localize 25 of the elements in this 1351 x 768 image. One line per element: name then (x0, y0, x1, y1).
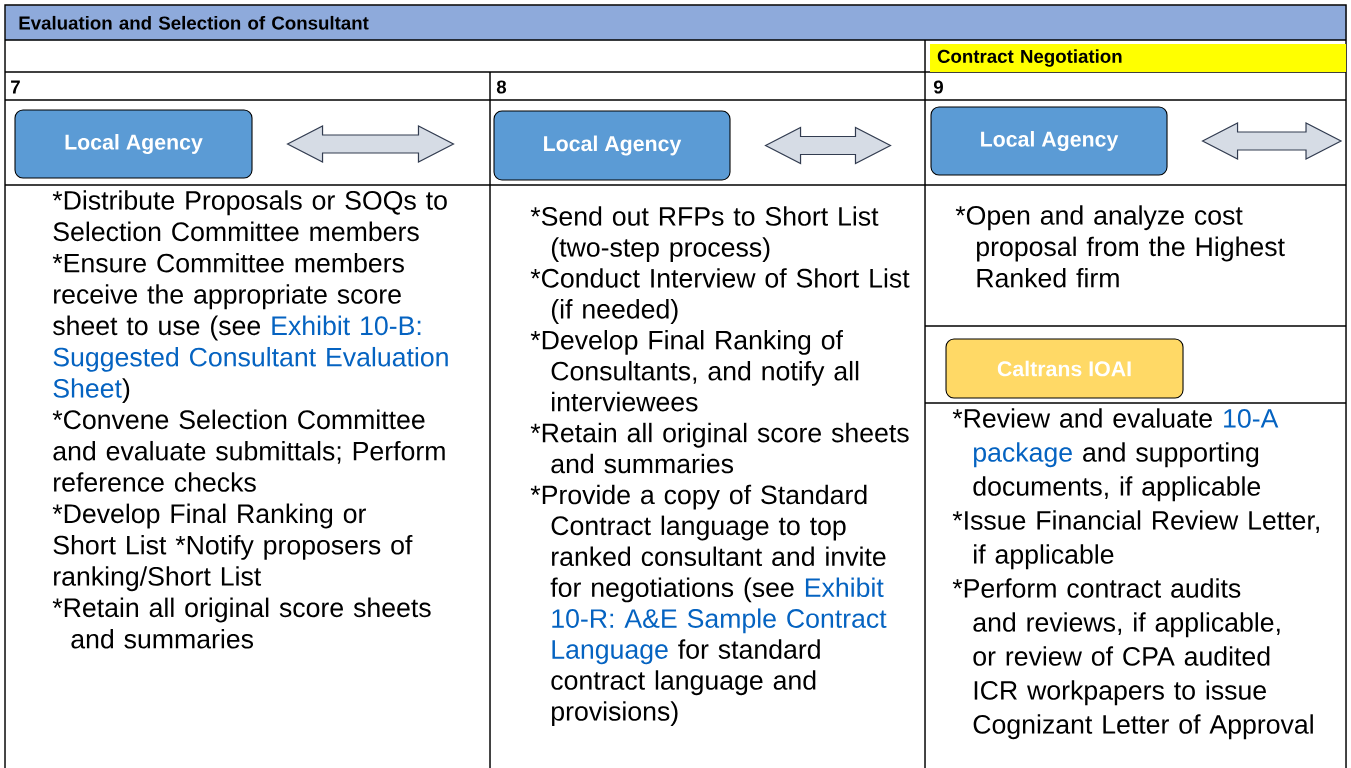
agency-box: Local Agency (14, 109, 253, 179)
list-item: *Perform contract audits and reviews, if applicable, or review of CPA audited ICR workpapers to issue Cognizant Letter of Approval (952, 578, 1313, 740)
list-item: *Retain all original score sheets and summaries (530, 422, 909, 474)
list-item: *Ensure Committee members receive the appropriate score sheet to use (see Exhibit 10-B: Suggested Consultant Evaluation Sheet) (52, 252, 448, 404)
list-item: *Send out RFPs to Short List (two-step process) (530, 206, 879, 263)
list-item: *Develop Final Ranking of Consultants, and notify all interviewees (530, 330, 859, 412)
agency-box: Caltrans IOAI (945, 338, 1184, 399)
list-item: *Develop Final Ranking or Short List *Notify proposers of ranking/Short List (52, 503, 413, 592)
section-band: Contract Negotiation (930, 44, 1346, 72)
list-item: *Retain all original score sheets and summaries (52, 597, 431, 649)
double-arrow (764, 126, 892, 165)
list-item: *Review and evaluate 10-A package and supporting documents, if applicable (952, 408, 1279, 502)
step-number: 7 (11, 80, 20, 94)
list-item: *Distribute Proposals or SOQs to Selection Committee members (52, 190, 447, 242)
list-item: *Open and analyze cost proposal from the Highest Ranked firm (955, 205, 1285, 288)
list-item: *Convene Selection Committee and evaluate submittals; Perform reference checks (52, 409, 445, 492)
list-item: *Provide a copy of Standard Contract language to top ranked consultant and invite for negotiations (see Exhibit 10-R: A&E Sample Contract Language for standard contract language and provisions) (530, 484, 887, 727)
list-item: *Conduct Interview of Short List (if needed) (530, 268, 910, 324)
agency-box: Local Agency (493, 110, 731, 181)
double-arrow (1201, 122, 1343, 160)
double-arrow (286, 125, 455, 163)
list-item: *Issue Financial Review Letter, if applicable (952, 510, 1319, 570)
step-number: 8 (496, 80, 507, 94)
step-number: 9 (933, 80, 943, 94)
agency-box: Local Agency (930, 106, 1168, 176)
